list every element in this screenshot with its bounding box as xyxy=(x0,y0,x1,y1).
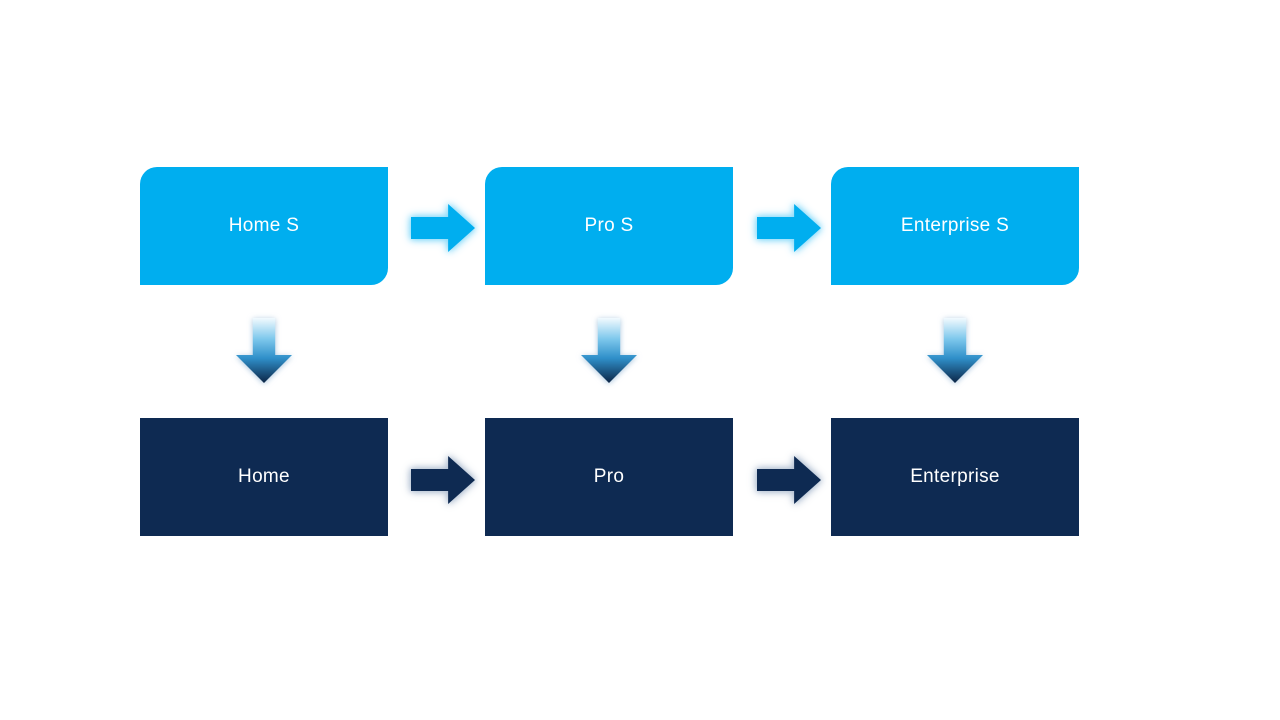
node-enterprise-s[interactable]: Enterprise S xyxy=(831,167,1079,285)
right-arrow-shape xyxy=(411,456,475,504)
right-arrow-shape xyxy=(757,456,821,504)
down-arrow-shape xyxy=(927,318,983,383)
node-home-s-label: Home S xyxy=(228,215,300,236)
node-enterprise-label: Enterprise xyxy=(910,466,1000,487)
right-arrow-icon[interactable] xyxy=(411,456,475,504)
node-pro-s[interactable]: Pro S xyxy=(485,167,733,285)
node-enterprise[interactable]: Enterprise xyxy=(831,418,1079,536)
down-arrow-icon[interactable] xyxy=(927,318,983,383)
down-arrow-icon[interactable] xyxy=(236,318,292,383)
right-arrow-icon[interactable] xyxy=(411,204,475,252)
down-arrow-icon[interactable] xyxy=(581,318,637,383)
node-pro[interactable]: Pro xyxy=(485,418,733,536)
node-home-s[interactable]: Home S xyxy=(140,167,388,285)
node-home[interactable]: Home xyxy=(140,418,388,536)
node-home-label: Home xyxy=(238,466,290,487)
right-arrow-shape xyxy=(411,204,475,252)
node-pro-label: Pro xyxy=(593,466,625,487)
down-arrow-shape xyxy=(581,318,637,383)
node-pro-s-label: Pro S xyxy=(584,215,634,236)
right-arrow-icon[interactable] xyxy=(757,204,821,252)
right-arrow-shape xyxy=(757,204,821,252)
node-enterprise-s-label: Enterprise S xyxy=(900,215,1010,236)
down-arrow-shape xyxy=(236,318,292,383)
right-arrow-icon[interactable] xyxy=(757,456,821,504)
